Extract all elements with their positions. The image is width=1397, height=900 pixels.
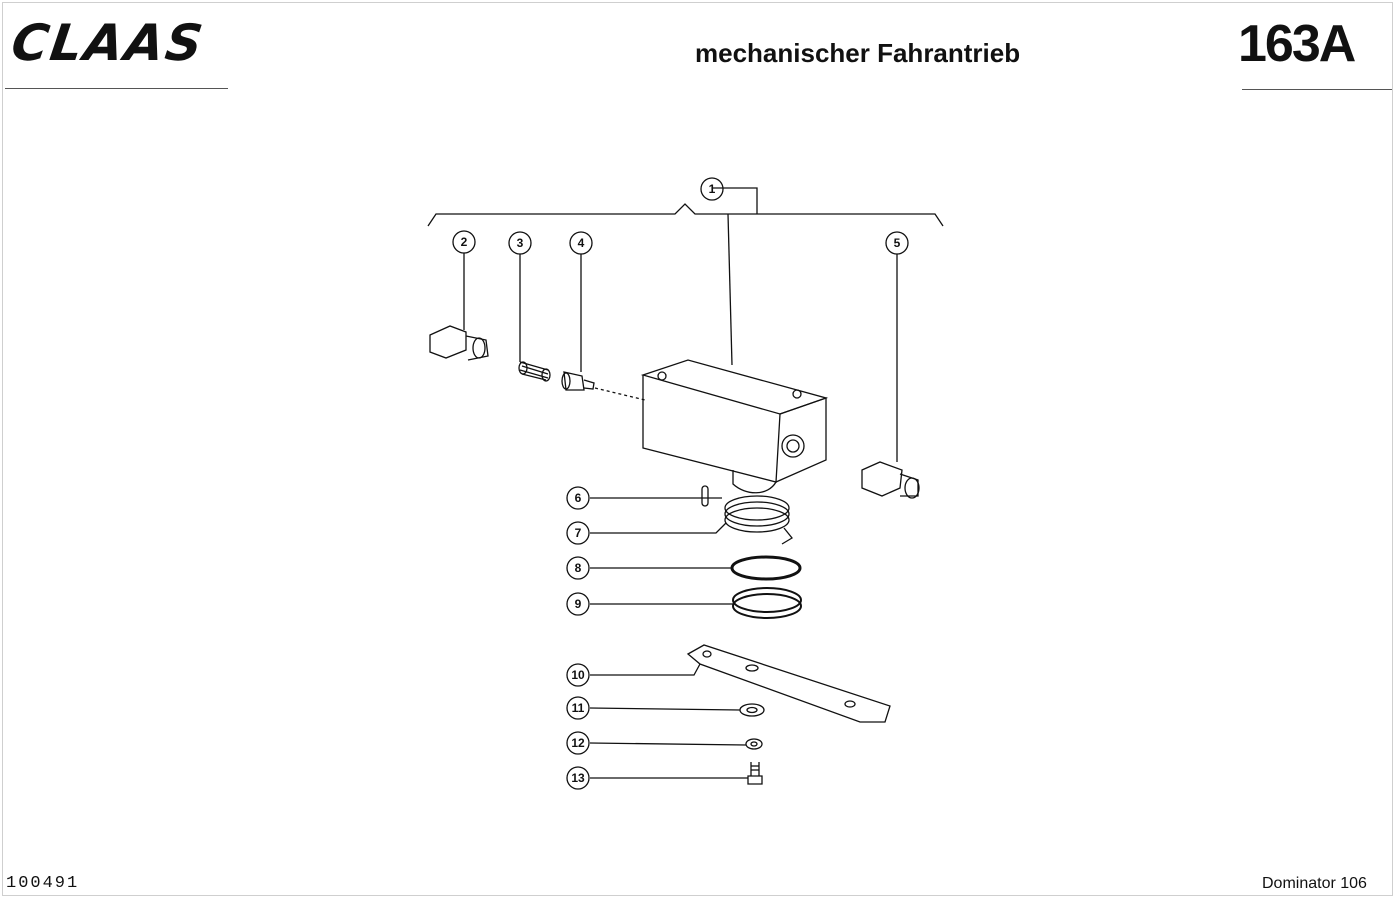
callout-10 <box>566 663 590 687</box>
pin-part-6 <box>701 485 709 507</box>
valve-block <box>640 359 829 494</box>
callout-label-3: 3 <box>517 236 524 250</box>
header-rule-left <box>5 88 228 89</box>
callout-label-10: 10 <box>571 668 585 682</box>
callout-label-4: 4 <box>578 236 585 250</box>
document-number: 100491 <box>6 874 80 893</box>
callout-label-8: 8 <box>575 561 582 575</box>
group-bracket <box>427 203 944 227</box>
fitting-part-2 <box>429 325 489 361</box>
callout-circles <box>452 177 909 790</box>
callout-11 <box>566 696 590 720</box>
machine-model: Dominator 106 <box>1262 875 1367 892</box>
leader-11 <box>589 707 741 711</box>
callout-1 <box>700 177 724 201</box>
header-rule-right <box>1242 89 1392 90</box>
leader-10 <box>590 663 701 676</box>
washer-part-12 <box>745 738 763 750</box>
callout-label-5: 5 <box>894 236 901 250</box>
torsion-spring-part-7 <box>724 495 793 545</box>
leader-7 <box>590 522 727 534</box>
callout-3 <box>508 231 532 255</box>
callout-label-9: 9 <box>575 597 582 611</box>
leader-1-top <box>712 187 758 214</box>
callout-label-7: 7 <box>575 526 582 540</box>
plate-part-10 <box>686 644 891 723</box>
page-title: mechanischer Fahrantrieb <box>695 38 1021 68</box>
callout-5 <box>885 231 909 255</box>
piston-part-4 <box>561 371 595 391</box>
callout-12 <box>566 731 590 755</box>
leader-1 <box>727 213 733 366</box>
fitting-part-5 <box>861 461 920 499</box>
oring-part-8 <box>730 555 802 581</box>
callout-label-6: 6 <box>575 491 582 505</box>
callout-2 <box>452 230 476 254</box>
ring-part-9 <box>732 587 802 619</box>
callout-label-1: 1 <box>709 182 716 196</box>
callout-label-2: 2 <box>461 235 468 249</box>
callout-13 <box>566 766 590 790</box>
sheet-number: 163A <box>1238 15 1356 73</box>
callout-9 <box>566 592 590 616</box>
callout-4 <box>569 231 593 255</box>
washer-part-11 <box>739 703 765 717</box>
callout-label-13: 13 <box>571 771 585 785</box>
spring-part-3 <box>518 361 551 382</box>
callout-label-11: 11 <box>572 701 585 715</box>
callout-8 <box>566 556 590 580</box>
callout-label-12: 12 <box>571 736 585 750</box>
callout-7 <box>566 521 590 545</box>
bolt-part-13 <box>747 762 763 785</box>
leader-12 <box>589 742 747 746</box>
axis-line <box>594 387 646 401</box>
callout-6 <box>566 486 590 510</box>
